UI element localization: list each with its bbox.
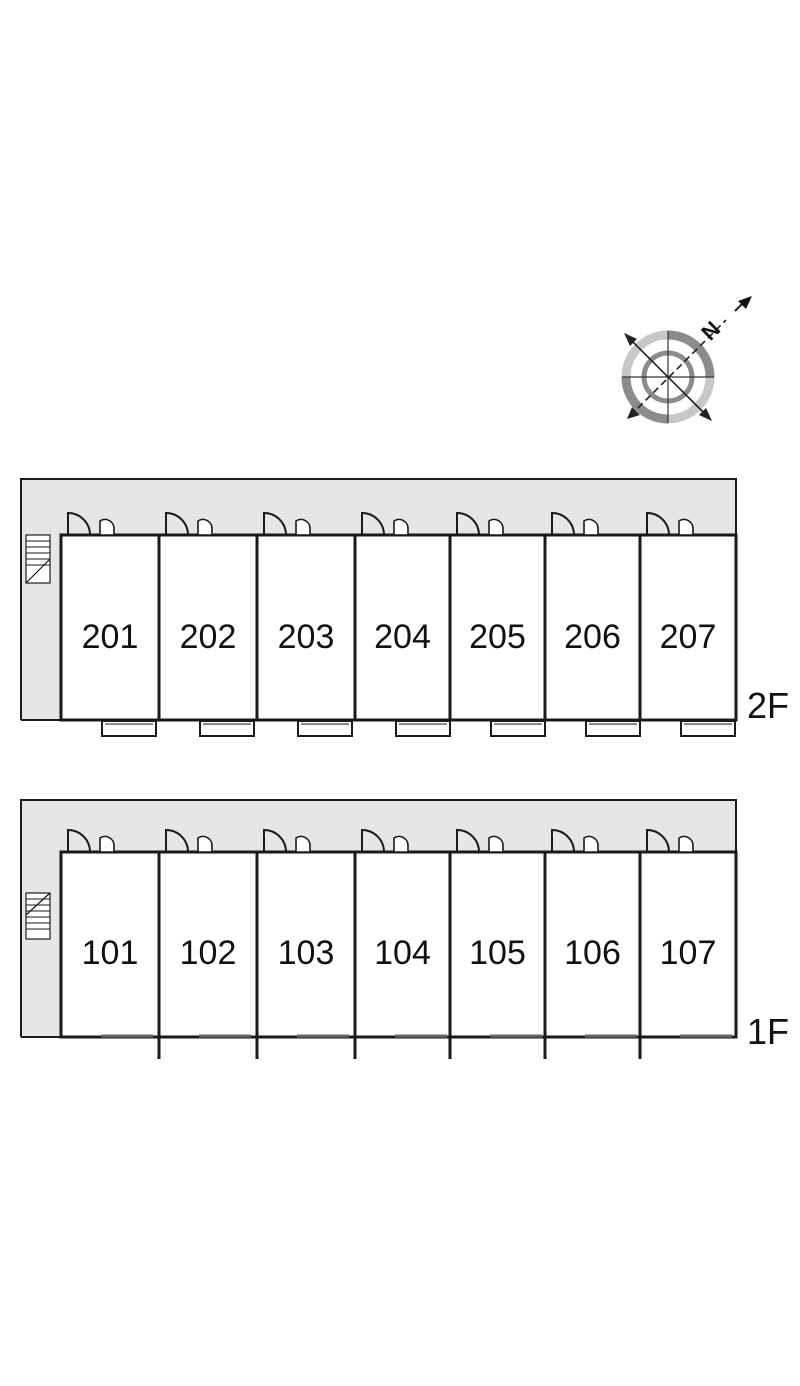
entrance-door-icon bbox=[361, 828, 385, 853]
unit-number: 105 bbox=[469, 934, 526, 972]
meter-box-icon bbox=[295, 835, 311, 853]
unit-104: 104 bbox=[353, 828, 452, 1059]
north-axis-line bbox=[629, 319, 727, 417]
compass-north-label: N bbox=[696, 316, 725, 345]
floor-1f-plan: 101 102 103 104 105 106 107 1F bbox=[20, 799, 789, 1059]
corridor-2f bbox=[21, 479, 736, 535]
compass-arrowhead bbox=[627, 407, 640, 419]
entrance-door-icon bbox=[165, 511, 189, 536]
compass: N bbox=[621, 296, 752, 424]
outer-wall-2f bbox=[20, 478, 737, 720]
unit-number: 204 bbox=[374, 618, 431, 656]
entrance-door-icon bbox=[361, 511, 385, 536]
meter-box-icon bbox=[393, 835, 409, 853]
balcony-icon bbox=[297, 720, 353, 737]
entrance-door-icon bbox=[646, 511, 670, 536]
unit-number: 206 bbox=[564, 618, 621, 656]
entrance-door-icon bbox=[67, 511, 91, 536]
meter-box-icon bbox=[583, 835, 599, 853]
entrance-door-icon bbox=[165, 828, 189, 853]
unit-203: 203 bbox=[255, 511, 353, 737]
unit-number: 101 bbox=[82, 934, 139, 972]
unit-205: 205 bbox=[448, 511, 546, 737]
entrance-door-icon bbox=[263, 828, 287, 853]
balcony-icon bbox=[199, 720, 255, 737]
meter-box-icon bbox=[488, 835, 504, 853]
entrance-door-icon bbox=[263, 511, 287, 536]
meter-box-icon bbox=[488, 518, 504, 536]
outer-wall-1f bbox=[20, 799, 737, 1037]
corridor-1f bbox=[21, 800, 736, 852]
unit-number: 207 bbox=[660, 618, 717, 656]
unit-204: 204 bbox=[353, 511, 451, 737]
meter-box-icon bbox=[197, 518, 213, 536]
compass-ring-dark-arc bbox=[667, 330, 715, 378]
entrance-door-icon bbox=[67, 828, 91, 853]
compass-line bbox=[628, 337, 708, 417]
unit-202: 202 bbox=[157, 511, 255, 737]
entrance-door-icon bbox=[646, 828, 670, 853]
meter-box-icon bbox=[583, 518, 599, 536]
stairs-1f bbox=[25, 892, 51, 940]
unit-number: 201 bbox=[82, 618, 139, 656]
unit-102: 102 bbox=[157, 828, 259, 1059]
entrance-door-icon bbox=[551, 511, 575, 536]
meter-box-icon bbox=[678, 518, 694, 536]
compass-arrowhead bbox=[699, 408, 712, 421]
stairs-icon bbox=[25, 892, 51, 940]
balcony-icon bbox=[680, 720, 736, 737]
meter-box-icon bbox=[393, 518, 409, 536]
floor-2f-plan: 201 202 203 204 205 206 207 2F bbox=[20, 478, 789, 737]
unit-number: 202 bbox=[180, 618, 237, 656]
entrance-door-icon bbox=[456, 511, 480, 536]
unit-105: 105 bbox=[448, 828, 547, 1059]
unit-number: 205 bbox=[469, 618, 526, 656]
floor-label-2f: 2F bbox=[747, 685, 789, 726]
unit-106: 106 bbox=[543, 828, 642, 1059]
unit-number: 107 bbox=[660, 934, 717, 972]
unit-201: 201 bbox=[67, 511, 157, 737]
meter-box-icon bbox=[197, 835, 213, 853]
unit-103: 103 bbox=[255, 828, 357, 1059]
unit-number: 103 bbox=[278, 934, 335, 972]
north-arrow-icon bbox=[738, 296, 752, 309]
balcony-icon bbox=[395, 720, 451, 737]
entrance-door-icon bbox=[551, 828, 575, 853]
side-walkway-1f bbox=[21, 852, 61, 1037]
unit-number: 106 bbox=[564, 934, 621, 972]
units-block-1f bbox=[59, 850, 738, 1039]
floor-label-1f: 1F bbox=[747, 1011, 789, 1052]
unit-number: 203 bbox=[278, 618, 335, 656]
compass-arrowhead bbox=[624, 333, 637, 346]
balcony-icon bbox=[585, 720, 641, 737]
units-block-2f bbox=[59, 533, 738, 722]
unit-number: 104 bbox=[374, 934, 431, 972]
unit-101: 101 bbox=[67, 828, 161, 1059]
unit-number: 102 bbox=[180, 934, 237, 972]
unit-207: 207 bbox=[638, 511, 736, 737]
balcony-icon bbox=[101, 720, 157, 737]
entrance-door-icon bbox=[456, 828, 480, 853]
balcony-icon bbox=[490, 720, 546, 737]
unit-107: 107 bbox=[638, 828, 732, 1038]
meter-box-icon bbox=[295, 518, 311, 536]
meter-box-icon bbox=[99, 518, 115, 536]
unit-206: 206 bbox=[543, 511, 641, 737]
meter-box-icon bbox=[678, 835, 694, 853]
meter-box-icon bbox=[99, 835, 115, 853]
stairs-2f bbox=[25, 534, 51, 584]
